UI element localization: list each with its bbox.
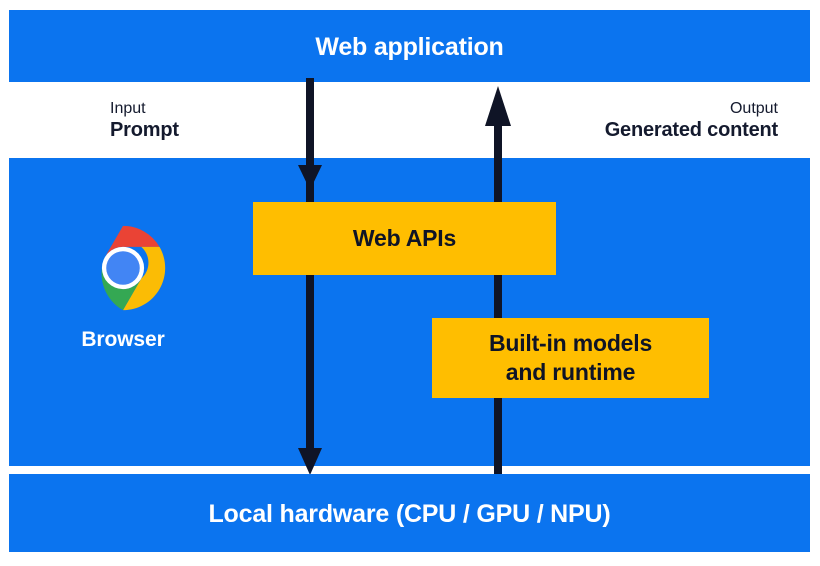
flow-output-value: Generated content — [604, 118, 779, 141]
box-builtin-models-line1: Built-in models — [488, 330, 653, 357]
browser-identity: Browser — [61, 222, 185, 352]
flow-input-value: Prompt — [110, 118, 179, 141]
box-web-apis[interactable]: Web APIs — [253, 202, 556, 275]
box-builtin-models-label: Built-in models and runtime — [489, 329, 652, 387]
flow-output-kind: Output — [729, 100, 778, 117]
band-local-hardware: Local hardware (CPU / GPU / NPU) — [9, 474, 810, 552]
chrome-logo-icon — [101, 225, 166, 311]
box-builtin-models-line2: and runtime — [505, 359, 636, 385]
flow-label-output: Output Generated content — [604, 100, 779, 142]
arrow-down-icon — [298, 78, 322, 475]
browser-caption: Browser — [81, 328, 165, 351]
band-local-hardware-label: Local hardware (CPU / GPU / NPU) — [208, 500, 611, 528]
flow-input-kind: Input — [110, 100, 146, 117]
box-web-apis-label: Web APIs — [352, 225, 457, 251]
arrow-up-icon — [485, 86, 511, 476]
box-builtin-models[interactable]: Built-in models and runtime — [432, 318, 709, 398]
flow-label-input: Input Prompt — [110, 100, 179, 142]
band-web-application: Web application — [9, 10, 810, 82]
band-web-application-label: Web application — [315, 33, 504, 61]
